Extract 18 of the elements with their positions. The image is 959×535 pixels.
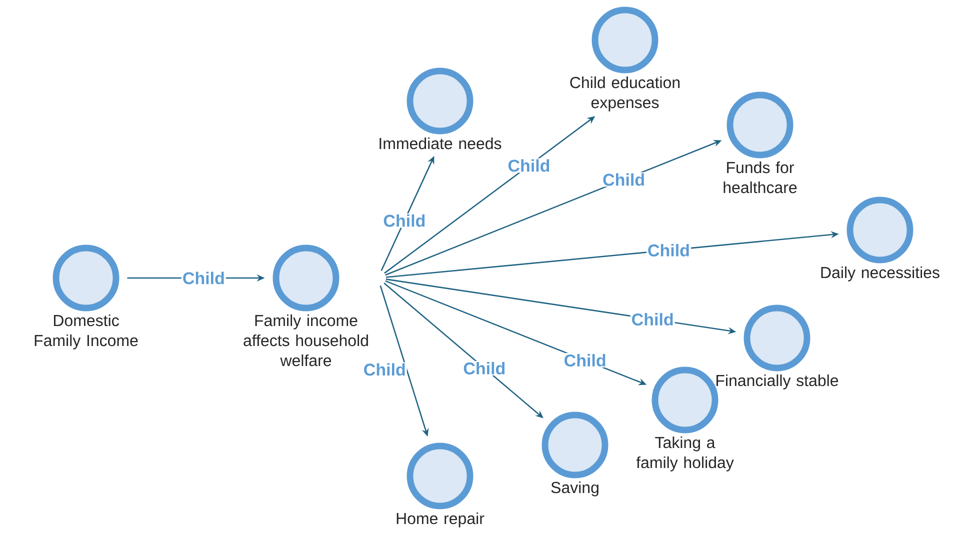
edge-label: Child [384, 214, 425, 227]
edge-label: Child [183, 272, 224, 284]
edge-label: Child [648, 244, 689, 256]
node-label: Child education expenses [570, 76, 680, 112]
edge-label: Child [564, 354, 606, 367]
node-label: Home repair [396, 512, 484, 528]
node-label: Financially stable [716, 374, 838, 390]
edge-label: Child [464, 362, 505, 374]
node-label: Domestic Family Income [34, 314, 138, 350]
node-label: Immediate needs [380, 137, 502, 150]
node-label: Saving [551, 481, 598, 496]
node-label: Taking a family holiday [636, 436, 734, 472]
edge-label: Child [508, 159, 550, 172]
node-label: Funds for healthcare [724, 161, 797, 194]
edge-label: Child [603, 173, 644, 186]
edge-label: Child [632, 313, 673, 326]
edge-label: Child [364, 363, 405, 376]
node-label: Daily necessities [821, 266, 940, 282]
